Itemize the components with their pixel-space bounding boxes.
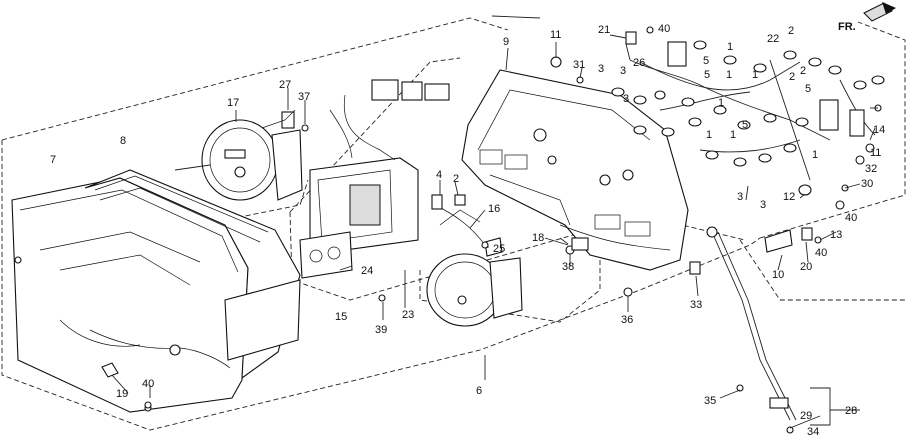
- callout-3: 3: [760, 199, 766, 211]
- callout-18: 18: [532, 232, 544, 244]
- callout-39: 39: [375, 324, 387, 336]
- callout-3: 3: [623, 93, 629, 105]
- callout-17: 17: [227, 97, 239, 109]
- callout-7: 7: [50, 154, 56, 166]
- callout-31: 31: [573, 59, 585, 71]
- callout-27: 27: [279, 79, 291, 91]
- front-direction-arrow: [863, 2, 896, 22]
- group-frame-dashes: [1, 17, 906, 431]
- small-hardware: [144, 26, 882, 409]
- callout-19: 19: [116, 388, 128, 400]
- callout-1: 1: [752, 69, 758, 81]
- callout-1: 1: [727, 41, 733, 53]
- callout-2: 2: [789, 71, 795, 83]
- callout-12: 12: [783, 191, 795, 203]
- circuit-unit: [299, 79, 450, 279]
- callout-40: 40: [142, 378, 154, 390]
- callout-labels: 1 1 1 1 1 1 1 2 2 2 2 3 3 3 3 3 4 5 5 5 …: [50, 21, 885, 438]
- callout-2: 2: [788, 25, 794, 37]
- callout-8: 8: [120, 135, 126, 147]
- callout-22: 22: [767, 33, 779, 45]
- callout-5: 5: [704, 69, 710, 81]
- callout-24: 24: [361, 265, 373, 277]
- meter-housing: [461, 69, 689, 271]
- callout-3: 3: [620, 65, 626, 77]
- callout-14: 14: [873, 124, 885, 136]
- callout-5: 5: [703, 55, 709, 67]
- callout-40: 40: [845, 212, 857, 224]
- callout-13: 13: [830, 229, 842, 241]
- callout-1: 1: [718, 97, 724, 109]
- callout-34: 34: [807, 426, 819, 438]
- callout-6: 6: [476, 385, 482, 397]
- callout-30: 30: [861, 178, 873, 190]
- callout-32: 32: [865, 163, 877, 175]
- callout-2: 2: [800, 65, 806, 77]
- callout-29: 29: [800, 410, 812, 422]
- callout-38: 38: [562, 261, 574, 273]
- callout-2: 2: [453, 173, 459, 185]
- bulb-sockets: [611, 40, 885, 196]
- callout-40: 40: [815, 247, 827, 259]
- callout-5: 5: [805, 83, 811, 95]
- callout-20: 20: [800, 261, 812, 273]
- callout-10: 10: [772, 269, 784, 281]
- speedometer-cable: [706, 226, 831, 434]
- callout-1: 1: [730, 129, 736, 141]
- front-direction-label: FR.: [838, 21, 856, 33]
- callout-11: 11: [550, 29, 561, 41]
- callout-35: 35: [704, 395, 716, 407]
- speedometer-unit: [426, 204, 523, 327]
- callout-21: 21: [598, 24, 610, 36]
- callout-36: 36: [621, 314, 633, 326]
- callout-16: 16: [488, 203, 500, 215]
- callout-40: 40: [658, 23, 670, 35]
- callout-15: 15: [335, 311, 347, 323]
- callout-28: 28: [845, 405, 857, 417]
- callout-23: 23: [402, 309, 414, 321]
- meter-lens: [11, 177, 249, 413]
- callout-33: 33: [690, 299, 702, 311]
- callout-1: 1: [812, 149, 818, 161]
- callout-25: 25: [493, 243, 505, 255]
- callout-4: 4: [436, 169, 442, 181]
- tachometer-unit: [174, 109, 309, 201]
- callout-26: 26: [633, 57, 645, 69]
- callout-3: 3: [737, 191, 743, 203]
- callout-37: 37: [298, 91, 310, 103]
- callout-11: 11: [870, 147, 881, 159]
- callout-9: 9: [503, 36, 509, 48]
- callout-5: 5: [742, 119, 748, 131]
- callout-1: 1: [706, 129, 712, 141]
- callout-3: 3: [598, 63, 604, 75]
- callout-1: 1: [726, 69, 732, 81]
- leader-lines: [111, 15, 878, 429]
